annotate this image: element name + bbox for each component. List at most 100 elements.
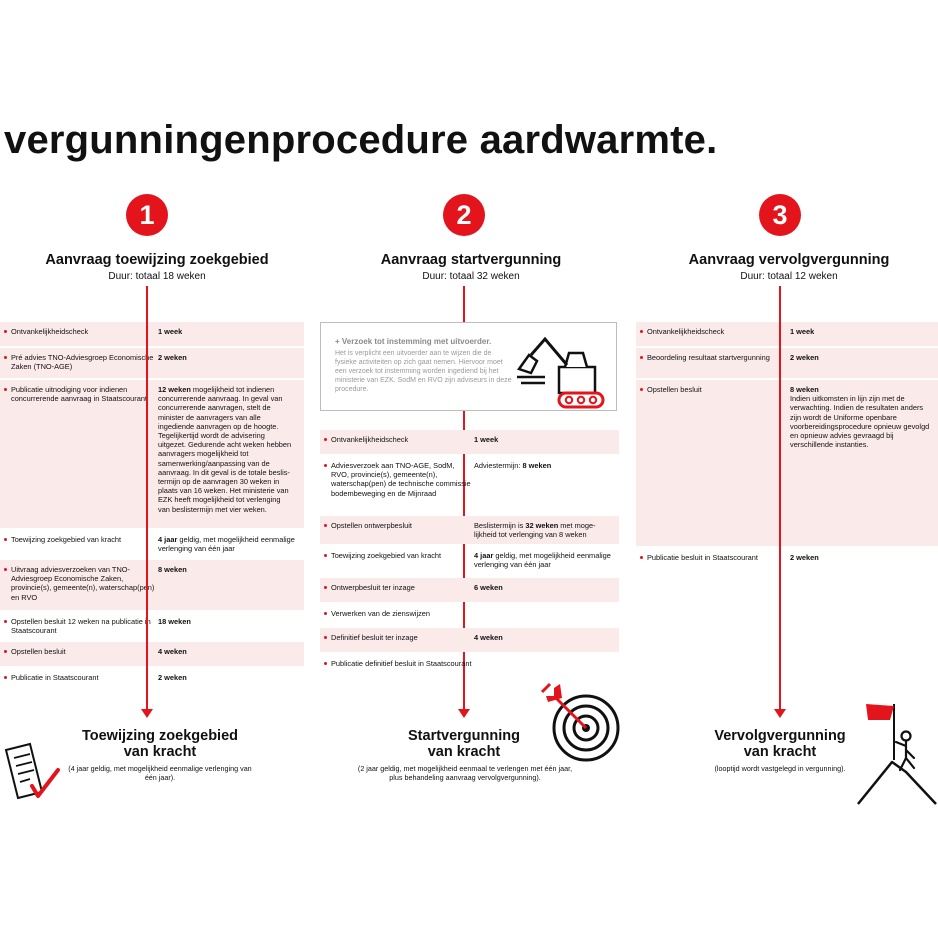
result-title-line-1: Startvergunning (408, 728, 520, 744)
row-label: Ontvankelijkheidscheck (0, 322, 158, 346)
step-3-number: 3 (759, 194, 801, 236)
page-title: vergunningenprocedure aardwarmte. (4, 118, 718, 162)
result-title: Vervolgvergunning van kracht (690, 728, 870, 760)
row-label: Pré advies TNO-Adviesgroep Economische Z… (0, 348, 158, 378)
arrow-down-icon (141, 709, 153, 718)
box-text: Het is verplicht een uitvoerder aan te w… (335, 350, 512, 393)
row-value-bold: 4 jaar (158, 535, 178, 544)
row-value-bold: 8 weken (790, 385, 819, 394)
result-title-line-1: Vervolgvergunning (714, 728, 846, 744)
list-item: Opstellen ontwerpbesluit Beslistermijn i… (320, 516, 619, 544)
document-check-icon (4, 742, 60, 800)
list-item: Opstellen besluit 4 weken (0, 642, 304, 666)
step-2-number: 2 (443, 194, 485, 236)
list-item: Publicatie definitief besluit in Staatsc… (320, 654, 619, 684)
row-value-bold: 4 jaar (474, 551, 494, 560)
result-subtitle: (2 jaar geldig, met mogelijkheid eenmaal… (357, 764, 573, 782)
row-value: 4 weken (474, 633, 503, 642)
row-label: Definitief besluit ter inzage (320, 628, 474, 652)
row-label: Beoordeling resultaat startvergunning (636, 348, 790, 378)
row-label: Uitvraag adviesverzoeken van TNO-Adviesg… (0, 560, 158, 610)
list-item: Toewijzing zoekgebied van kracht 4 jaar … (320, 546, 619, 576)
result-title: Startvergunning van kracht (364, 728, 564, 760)
timeline-line (779, 286, 781, 709)
row-label: Adviesverzoek aan TNO-AGE, SodM, RVO, pr… (320, 456, 474, 514)
list-item: Verwerken van de zienswijzen (320, 604, 619, 626)
result-title: Toewijzing zoekgebied van kracht (50, 728, 270, 760)
list-item: Ontwerpbesluit ter inzage 6 weken (320, 578, 619, 602)
row-value-prefix: Beslistermijn is (474, 521, 526, 530)
arrow-down-icon (774, 709, 786, 718)
list-item: Ontvankelijkheidscheck 1 week (636, 322, 938, 346)
list-item: Opstellen besluit 12 weken na publicatie… (0, 612, 304, 640)
row-label: Opstellen besluit 12 weken na publicatie… (0, 612, 158, 640)
result-title-line-2: van kracht (427, 744, 501, 760)
step-1-number: 1 (126, 194, 168, 236)
arrow-down-icon (458, 709, 470, 718)
result-subtitle: (4 jaar geldig, met mogelijkheid eenmali… (68, 764, 252, 782)
row-value-bold: 12 weken (158, 385, 191, 394)
row-value: geldig, met mogelijkheid eenmalige verle… (474, 551, 611, 570)
row-value: 1 week (474, 435, 499, 444)
step-2-title: Aanvraag startvergunning (380, 252, 562, 268)
list-item: Ontvankelijkheidscheck 1 week (320, 430, 619, 454)
row-value-bold: 32 weken (525, 521, 559, 530)
row-value-prefix: Adviestermijn: (474, 461, 523, 470)
row-label: Ontwerpbesluit ter inzage (320, 578, 474, 602)
list-item: Beoordeling resultaat startvergunning 2 … (636, 348, 938, 378)
result-subtitle: (looptijd wordt vastgelegd in vergunning… (714, 764, 846, 773)
row-label: Toewijzing zoekgebied van kracht (0, 530, 158, 558)
row-value: 18 weken (158, 617, 191, 626)
row-label: Opstellen besluit (636, 380, 790, 546)
list-item: Uitvraag adviesverzoeken van TNO-Adviesg… (0, 560, 304, 610)
row-label: Verwerken van de zienswijzen (320, 604, 474, 626)
row-value: Indien uitkomsten in lijn zijn met de ve… (790, 394, 930, 450)
row-label: Publicatie definitief besluit in Staatsc… (320, 654, 474, 684)
result-title-line-1: Toewijzing zoekgebied (81, 728, 239, 744)
row-value: met moge-lijkheid tot verlenging van 8 w… (474, 521, 596, 540)
row-value: 6 weken (474, 583, 503, 592)
row-label: Ontvankelijkheidscheck (320, 430, 474, 454)
box-title: + Verzoek tot instemming met uitvoerder. (335, 337, 492, 346)
row-value: 4 weken (158, 647, 187, 656)
list-item: Toewijzing zoekgebied van kracht 4 jaar … (0, 530, 304, 558)
list-item: Pré advies TNO-Adviesgroep Economische Z… (0, 348, 304, 378)
row-label: Opstellen ontwerpbesluit (320, 516, 474, 544)
row-label: Toewijzing zoekgebied van kracht (320, 546, 474, 576)
result-title-line-2: van kracht (743, 744, 817, 760)
row-label: Ontvankelijkheidscheck (636, 322, 790, 346)
step-3-duration: Duur: totaal 12 weken (740, 271, 838, 282)
list-item: Publicatie in Staatscourant 2 weken (0, 668, 304, 690)
list-item: Ontvankelijkheidscheck 1 week (0, 322, 304, 346)
row-value: 2 weken (158, 353, 187, 362)
list-item: Definitief besluit ter inzage 4 weken (320, 628, 619, 652)
excavator-icon (516, 336, 605, 409)
list-item: Publicatie uitnodiging voor indienen con… (0, 380, 304, 528)
row-value: geldig, met mogelijkheid eenmalige verle… (158, 535, 295, 554)
row-value: 1 week (158, 327, 183, 336)
step-1-title: Aanvraag toewijzing zoekgebied (45, 252, 269, 268)
contractor-request-box: + Verzoek tot instemming met uitvoerder.… (320, 322, 617, 411)
row-label: Opstellen besluit (0, 642, 158, 666)
row-value: 2 weken (790, 353, 819, 362)
row-value: 2 weken (158, 673, 187, 682)
summit-flag-icon (857, 704, 937, 805)
row-value-bold: 8 weken (522, 461, 552, 470)
target-icon (540, 682, 620, 762)
step-2-duration: Duur: totaal 32 weken (422, 271, 520, 282)
list-item: Adviesverzoek aan TNO-AGE, SodM, RVO, pr… (320, 456, 619, 514)
result-title-line-2: van kracht (123, 744, 197, 760)
timeline-line (463, 286, 465, 709)
row-label: Publicatie in Staatscourant (0, 668, 158, 690)
row-label: Publicatie besluit in Staatscourant (636, 548, 790, 578)
list-item: Publicatie besluit in Staatscourant 2 we… (636, 548, 938, 578)
step-1-duration: Duur: totaal 18 weken (108, 271, 206, 282)
row-value: mogelijkheid tot indienen concurrerende … (158, 385, 292, 514)
row-value: 1 week (790, 327, 815, 336)
timeline-line (146, 286, 148, 709)
step-3-title: Aanvraag vervolgvergunning (688, 252, 890, 268)
row-label: Publicatie uitnodiging voor indienen con… (0, 380, 158, 528)
row-value: 8 weken (158, 565, 187, 574)
row-value: 2 weken (790, 553, 819, 562)
